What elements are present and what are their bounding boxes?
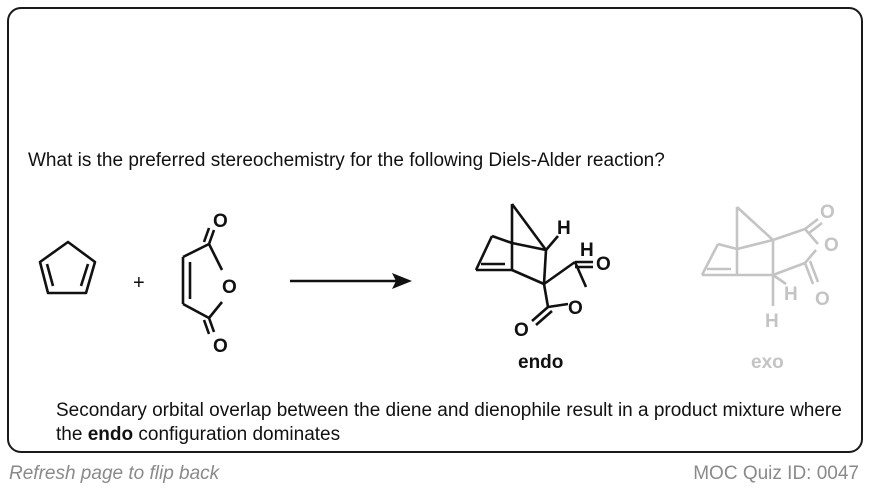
exo-label: exo — [751, 352, 784, 373]
plus-sign: + — [133, 272, 145, 294]
exo-h-bottom: H — [765, 311, 779, 332]
question-text: What is the preferred stereochemistry fo… — [28, 150, 665, 171]
answer-bold-endo: endo — [87, 424, 134, 445]
cyclopentadiene — [38, 240, 97, 295]
maleic-o-top: O — [213, 211, 228, 232]
exo-o-top: O — [820, 202, 835, 223]
answer-part-2: configuration dominates — [133, 424, 341, 445]
endo-o-carbonyl: O — [596, 254, 611, 275]
maleic-anhydride — [181, 227, 224, 335]
endo-h-top: H — [557, 218, 571, 239]
endo-o-bottom: O — [514, 320, 529, 341]
answer-part-1: Secondary orbital overlap between the di… — [56, 400, 842, 445]
endo-product — [474, 203, 593, 326]
exo-o-ring: O — [824, 235, 839, 256]
refresh-hint: Refresh page to flip back — [9, 463, 220, 484]
flashcard[interactable] — [7, 7, 863, 453]
exo-h-top: H — [784, 284, 798, 305]
answer-text: Secondary orbital overlap between the di… — [56, 399, 846, 447]
endo-h-bottom: H — [580, 240, 594, 261]
reaction-arrow — [290, 273, 412, 289]
exo-o-bottom: O — [815, 289, 830, 310]
endo-label: endo — [518, 352, 563, 373]
exo-product — [700, 206, 823, 306]
endo-o-ring: O — [568, 298, 583, 319]
quiz-id: MOC Quiz ID: 0047 — [693, 463, 859, 484]
maleic-o-bottom: O — [213, 336, 228, 357]
maleic-o-ring: O — [222, 277, 237, 298]
